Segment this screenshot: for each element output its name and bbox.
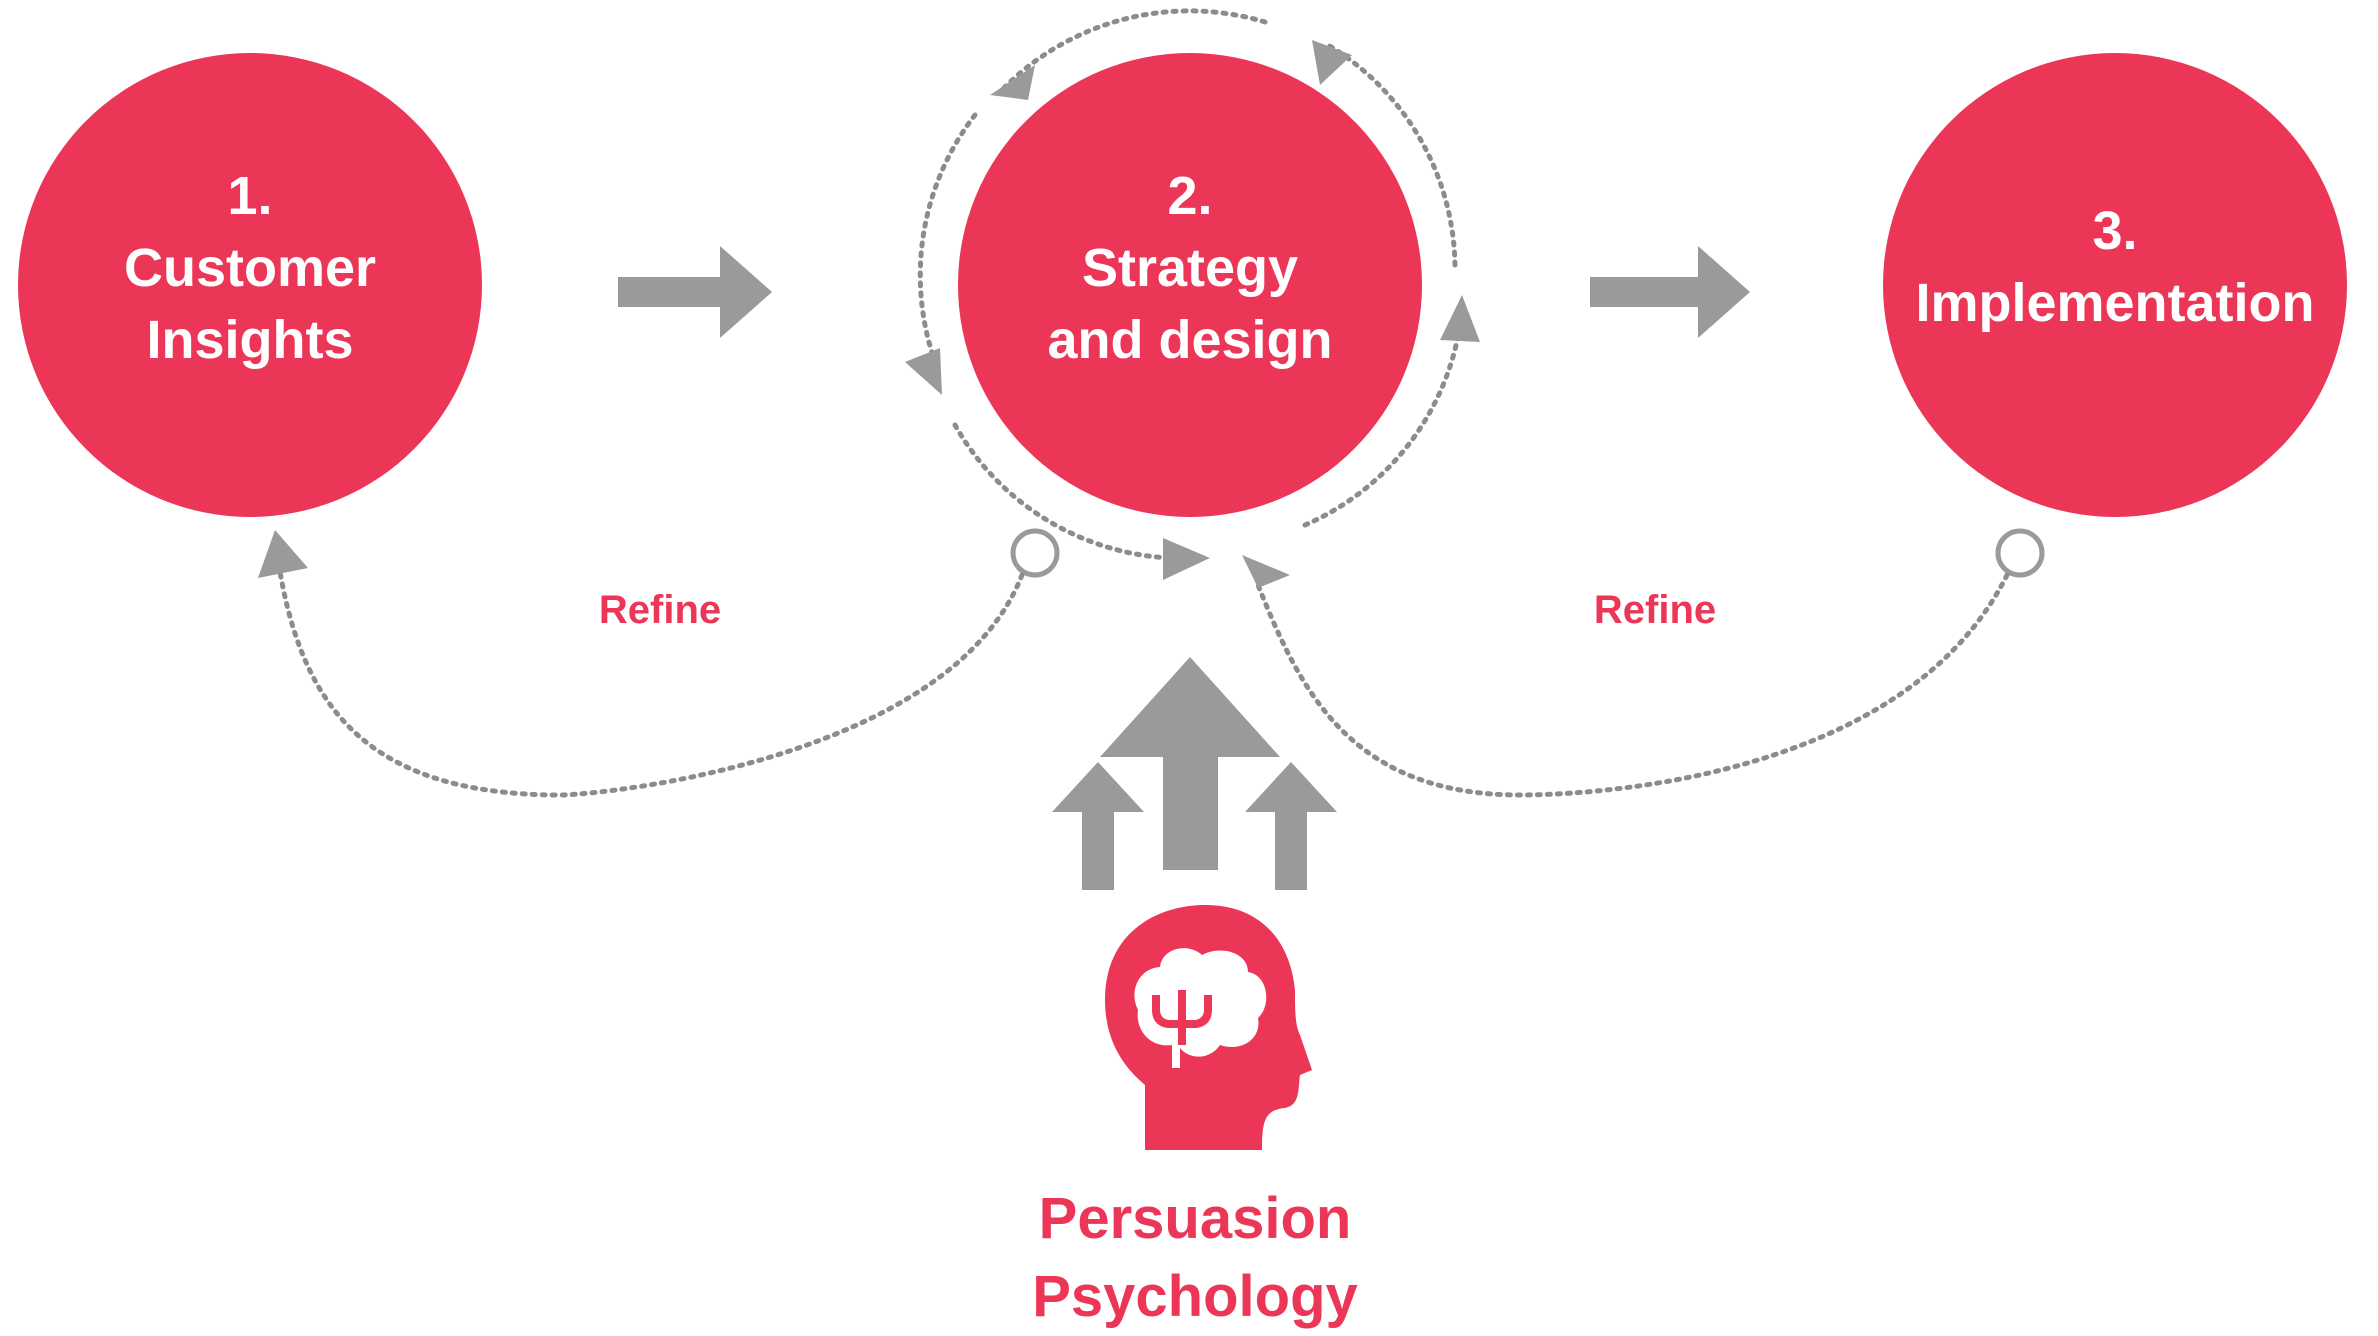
influence-label: Persuasion Psychology [1032,1180,1358,1336]
refine-right-arrowhead [1242,555,1290,588]
step-2-title-line1: Strategy [1081,238,1299,298]
step-1-number: 1. [227,166,273,226]
refine-right-label: Refine [1593,588,1717,632]
influence-label-line2: Psychology [1032,1264,1358,1329]
refine-right-start-node [1995,528,2045,578]
arrow-step2-to-step3 [1590,246,1750,338]
step-2-label: 2. Strategy and design [1047,160,1332,376]
influence-arrows [1052,657,1337,890]
step-1-circle [18,53,482,517]
refine-left-arrowhead [258,530,308,578]
step-2-title-line2: and design [1047,310,1333,370]
arrow-step1-to-step2 [618,246,772,338]
step-3-number: 3. [2092,201,2138,261]
step-3-label: 3. Implementation [1915,195,2314,339]
step-1-label: 1. Customer Insights [124,160,376,376]
refine-left-label: Refine [598,588,722,632]
step-1-title-line2: Insights [146,310,354,370]
step-1-title-line1: Customer [123,238,377,298]
brain-head-psi-icon [1105,905,1312,1150]
influence-label-line1: Persuasion [1038,1186,1352,1251]
step-3-circle [1883,53,2347,517]
refine-loop-right [1242,528,2045,798]
step-2-circle [958,53,1422,517]
iteration-cycle-arrowheads [905,40,1480,580]
refine-loop-left [258,528,1060,798]
step-2-number: 2. [1167,166,1213,226]
refine-left-start-node [1010,528,1060,578]
step-3-title-line1: Implementation [1915,273,2315,333]
iteration-cycle [917,8,1463,561]
